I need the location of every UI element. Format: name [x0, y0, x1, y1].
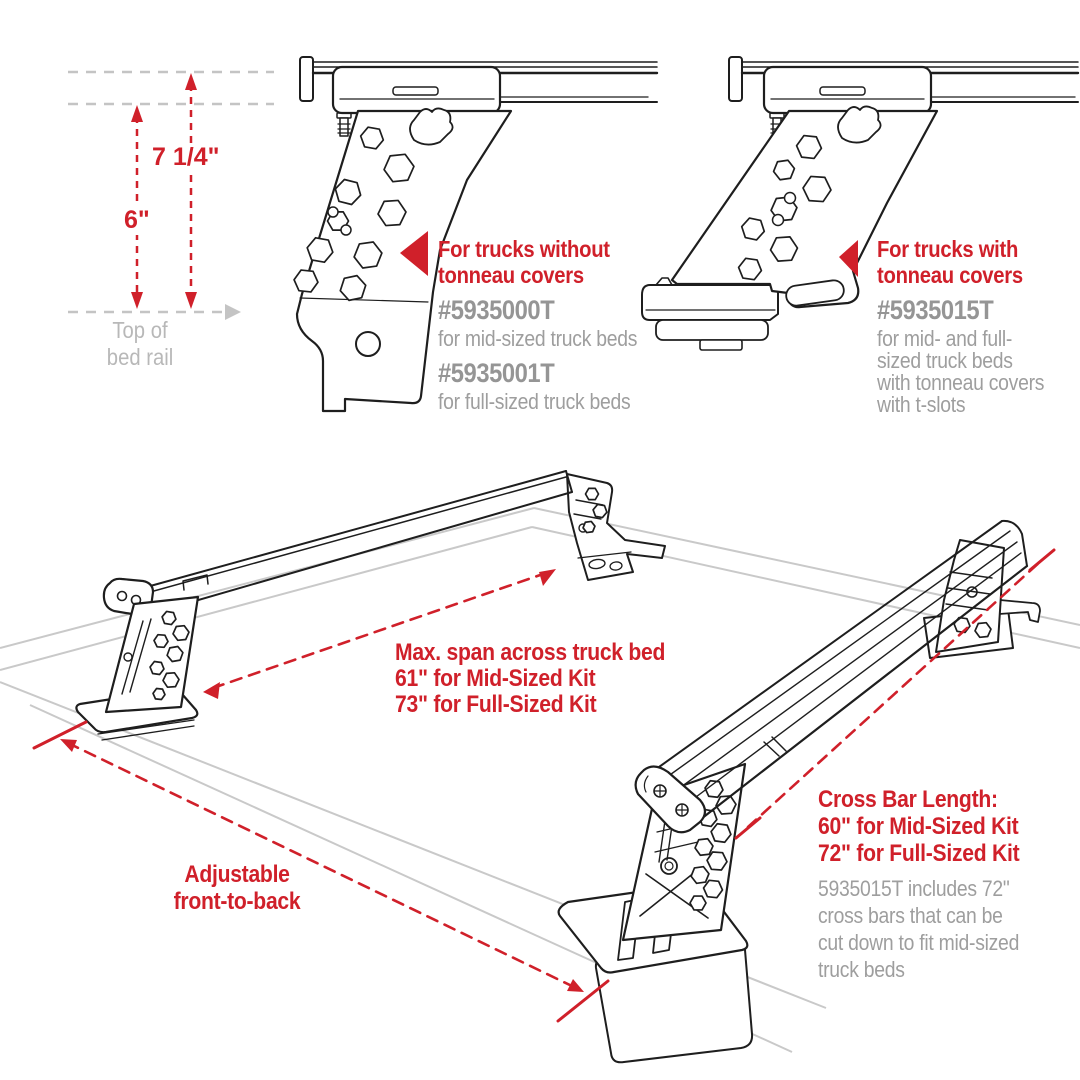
max-span-arrow: [203, 569, 556, 699]
bracket-profile-right: [641, 56, 1080, 351]
pointer-triangle-icon: [400, 231, 428, 276]
bed-rail-baseline-label: Top of bed rail: [84, 317, 197, 371]
part-5935015T-description-line1: for mid- and full-: [877, 326, 1013, 351]
crossbar-length-annotation: Cross Bar Length: 60" for Mid-Sized Kit …: [818, 786, 1020, 983]
rear-near-bracket: [75, 595, 200, 741]
part-5935015T-description-line4: with t-slots: [877, 392, 966, 417]
part-5935015T-description-line2: sized truck beds: [877, 348, 1013, 373]
adjustable-arrow: [32, 720, 610, 1023]
part-5935015T-description-line3: with tonneau covers: [877, 370, 1045, 395]
arrow-right-icon: [225, 304, 241, 320]
front-crossbar: [634, 519, 1029, 834]
part-5935001T-description: for full-sized truck beds: [438, 389, 631, 414]
crossbar-length-dimension: [734, 548, 1056, 840]
part-number-5935000T: #5935000T: [438, 295, 555, 325]
crossbar-note-line3: cut down to fit mid-sized: [818, 930, 1020, 955]
dimension-guides: [68, 70, 274, 320]
t-bolt: [336, 112, 352, 137]
adjustable-line1: Adjustable: [184, 861, 290, 888]
crossbar-line3: 72" for Full-Sized Kit: [818, 840, 1020, 867]
max-span-annotation: Max. span across truck bed 61" for Mid-S…: [395, 640, 665, 718]
crossbar-note-line2: cross bars that can be: [818, 903, 1003, 928]
product-block-tonneau: For trucks with tonneau covers #5935015T…: [877, 236, 1044, 416]
crossbar-note-line4: truck beds: [818, 957, 905, 982]
bracket-profile-left: [291, 56, 659, 413]
no-tonneau-heading-line2: tonneau covers: [438, 262, 584, 288]
front-far-bracket: [923, 539, 1041, 659]
pointer-triangle-icon: [839, 240, 858, 277]
product-block-no-tonneau: For trucks without tonneau covers #59350…: [438, 236, 637, 414]
tonneau-heading-line2: tonneau covers: [877, 262, 1023, 288]
dimension-6-label: 6": [121, 206, 153, 235]
red-annotations: [32, 231, 1056, 1023]
part-number-5935015T: #5935015T: [877, 295, 994, 325]
adjustable-annotation: Adjustable front-to-back: [148, 861, 326, 915]
max-span-line2: 61" for Mid-Sized Kit: [395, 665, 596, 692]
front-crossbar-assembly: [557, 519, 1041, 1064]
crossbar-line1: Cross Bar Length:: [818, 786, 998, 813]
rear-crossbar: [102, 470, 573, 617]
crossbar-line2: 60" for Mid-Sized Kit: [818, 813, 1019, 840]
part-5935000T-description: for mid-sized truck beds: [438, 326, 638, 351]
rear-far-bracket: [566, 473, 666, 581]
rear-crossbar-assembly: [75, 470, 666, 741]
dimension-7-1-4-label: 7 1/4": [149, 143, 223, 172]
max-span-line3: 73" for Full-Sized Kit: [395, 691, 597, 718]
bed-rail-label-line1: Top of: [112, 317, 168, 343]
part-number-5935001T: #5935001T: [438, 358, 555, 388]
no-tonneau-heading-line1: For trucks without: [438, 236, 610, 262]
max-span-line1: Max. span across truck bed: [395, 639, 666, 666]
tonneau-heading-line1: For trucks with: [877, 236, 1019, 262]
bed-rail-label-line2: bed rail: [106, 344, 174, 370]
crossbar-note-line1: 5935015T includes 72": [818, 876, 1010, 901]
adjustable-line2: front-to-back: [173, 888, 301, 915]
